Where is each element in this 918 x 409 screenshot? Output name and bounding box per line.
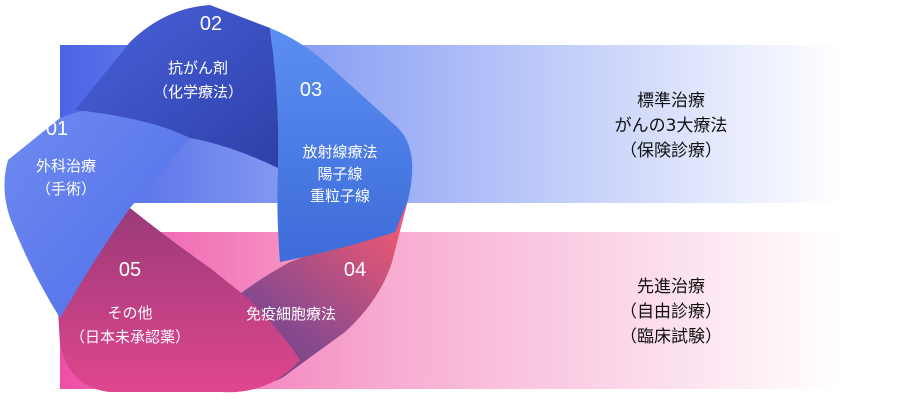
- segment-01-number: 01: [46, 118, 68, 140]
- segment-02-line-1: 抗がん剤: [168, 59, 228, 77]
- advanced-category: 先進治療 （自由診療） （臨床試験）: [620, 277, 722, 347]
- segment-02: 02 抗がん剤 （化学療法）: [153, 13, 243, 101]
- segment-05-line-1: その他: [107, 304, 152, 322]
- segment-01-line-1: 外科治療: [36, 157, 96, 175]
- segment-04-line-1: 免疫細胞療法: [246, 305, 336, 323]
- segment-05-line-2: （日本未承認薬）: [70, 328, 190, 346]
- segment-01-shape: [4, 108, 191, 318]
- standard-line-2: がんの3大療法: [615, 116, 728, 136]
- standard-line-3: （保険診療）: [620, 141, 722, 161]
- segment-01-line-2: （手術）: [36, 180, 96, 198]
- segment-03-line-1: 放射線療法: [302, 143, 377, 161]
- segment-04: 04 免疫細胞療法: [246, 259, 366, 323]
- segment-05-shape: [58, 208, 300, 393]
- segment-04-number: 04: [344, 259, 366, 281]
- segment-02-line-2: （化学療法）: [153, 83, 243, 101]
- segment-03-shape: [270, 28, 413, 262]
- segment-01: 01 外科治療 （手術）: [36, 118, 96, 198]
- segment-03-line-3: 重粒子線: [310, 187, 370, 205]
- segment-05-number: 05: [119, 259, 141, 281]
- segment-02-number: 02: [200, 13, 222, 35]
- advanced-line-1: 先進治療: [637, 277, 705, 297]
- segment-05: 05 その他 （日本未承認薬）: [70, 259, 190, 346]
- segment-02-shape: [75, 5, 279, 168]
- segment-03-number: 03: [300, 79, 322, 101]
- standard-category: 標準治療 がんの3大療法 （保険診療）: [615, 91, 728, 161]
- advanced-line-3: （臨床試験）: [620, 327, 722, 347]
- advanced-line-2: （自由診療）: [620, 302, 722, 322]
- segment-03-line-2: 陽子線: [317, 165, 362, 183]
- segment-03: 03 放射線療法 陽子線 重粒子線: [300, 79, 378, 205]
- standard-line-1: 標準治療: [637, 91, 705, 111]
